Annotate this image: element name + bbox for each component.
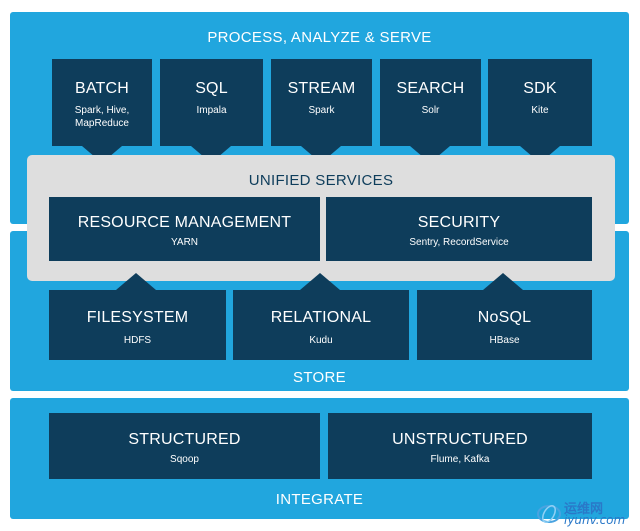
- process-box-stream: STREAM Spark: [271, 59, 372, 146]
- process-box-batch-name: BATCH: [74, 80, 130, 97]
- store-arrow-relational: [300, 273, 340, 290]
- process-box-stream-sub: Spark: [308, 105, 335, 116]
- store-arrow-filesystem: [116, 273, 156, 290]
- process-box-batch: BATCH Spark, Hive, MapReduce: [52, 59, 152, 146]
- store-band-title: STORE: [293, 369, 346, 386]
- watermark-url: iyunv.com: [564, 513, 626, 527]
- store-box-filesystem: FILESYSTEM HDFS: [49, 290, 226, 360]
- process-band-title: PROCESS, ANALYZE & SERVE: [207, 29, 432, 46]
- watermark-logo-icon: [537, 505, 561, 523]
- unified-box-security-name: SECURITY: [417, 214, 501, 231]
- process-box-sdk-name: SDK: [523, 80, 557, 97]
- unified-box-security-sub: Sentry, RecordService: [409, 237, 509, 248]
- store-box-relational-sub: Kudu: [309, 335, 333, 346]
- integrate-box-unstructured-sub: Flume, Kafka: [430, 454, 490, 465]
- unified-box-resource-management-name: RESOURCE MANAGEMENT: [77, 214, 292, 231]
- integrate-box-unstructured: UNSTRUCTURED Flume, Kafka: [328, 413, 592, 479]
- process-box-sql-sub: Impala: [196, 105, 227, 116]
- unified-box-resource-management-sub: YARN: [170, 237, 199, 248]
- store-arrow-nosql: [483, 273, 523, 290]
- process-box-stream-name: STREAM: [287, 80, 356, 97]
- watermark: 运维网 iyunv.com: [536, 498, 636, 528]
- integrate-box-unstructured-name: UNSTRUCTURED: [392, 431, 528, 448]
- process-box-batch-sub: Spark, Hive, MapReduce: [74, 105, 130, 129]
- process-box-sql-name: SQL: [195, 80, 228, 97]
- store-box-filesystem-sub: HDFS: [123, 335, 152, 346]
- unified-services-title: UNIFIED SERVICES: [248, 172, 394, 189]
- process-box-search: SEARCH Solr: [380, 59, 481, 146]
- unified-box-resource-management: RESOURCE MANAGEMENT YARN: [49, 197, 320, 261]
- store-box-nosql-sub: HBase: [489, 335, 520, 346]
- process-box-sdk: SDK Kite: [488, 59, 592, 146]
- store-box-filesystem-name: FILESYSTEM: [86, 309, 189, 326]
- integrate-box-structured-name: STRUCTURED: [128, 431, 241, 448]
- integrate-band-title: INTEGRATE: [275, 491, 364, 508]
- watermark-text: 运维网: [564, 502, 604, 517]
- integrate-box-structured-sub: Sqoop: [170, 454, 199, 465]
- process-box-search-sub: Solr: [421, 105, 440, 116]
- store-box-relational-name: RELATIONAL: [270, 309, 372, 326]
- process-box-search-name: SEARCH: [396, 80, 465, 97]
- store-box-relational: RELATIONAL Kudu: [233, 290, 409, 360]
- store-box-nosql: NoSQL HBase: [417, 290, 592, 360]
- process-box-sql: SQL Impala: [160, 59, 263, 146]
- store-box-nosql-name: NoSQL: [477, 309, 532, 326]
- unified-box-security: SECURITY Sentry, RecordService: [326, 197, 592, 261]
- integrate-box-structured: STRUCTURED Sqoop: [49, 413, 320, 479]
- process-box-sdk-sub: Kite: [531, 105, 549, 116]
